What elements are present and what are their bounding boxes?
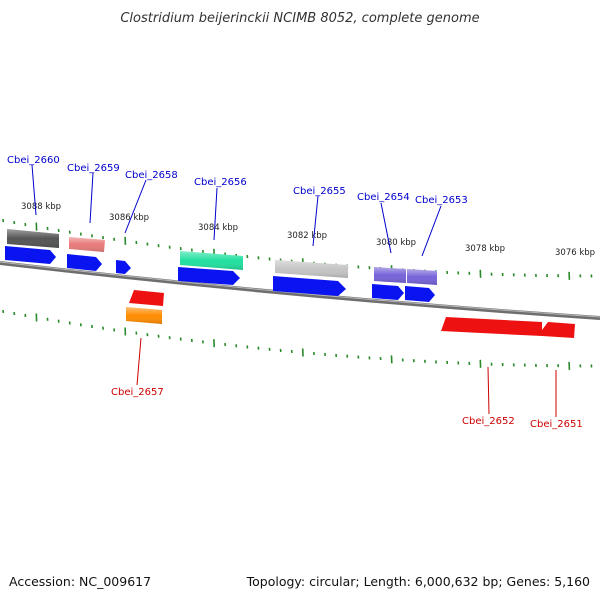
gene-label-cbei-2654[interactable]: Cbei_2654: [357, 192, 410, 203]
leader-line-cbei-2655: [312, 195, 319, 247]
inner-tick-ruler: [2, 309, 593, 370]
cds-arrow-cbei-2659[interactable]: [67, 254, 102, 271]
gene-bar-cbei-2657-red[interactable]: [129, 290, 164, 306]
leader-line-cbei-2660: [31, 164, 37, 216]
leader-line-cbei-2658: [124, 179, 147, 234]
accession-text: Accession: NC_009617: [9, 574, 151, 589]
gene-label-cbei-2652[interactable]: Cbei_2652: [462, 416, 515, 427]
bottom-strand-features: [126, 290, 575, 338]
genome-backbone-highlight: [0, 261, 600, 318]
kbp-label-3080: 3080 kbp: [376, 238, 416, 248]
gene-bar-shine: [180, 251, 243, 270]
leader-line-cbei-2657: [136, 337, 142, 386]
kbp-label-3084: 3084 kbp: [198, 223, 238, 233]
topology-text: Topology: circular; Length: 6,000,632 bp…: [246, 574, 590, 589]
gene-bar-shine: [374, 267, 406, 283]
gene-label-cbei-2659[interactable]: Cbei_2659: [67, 163, 120, 174]
gene-label-cbei-2656[interactable]: Cbei_2656: [194, 177, 247, 188]
top-strand-cds-arrows: [5, 246, 435, 302]
cds-arrow-cbei-2658[interactable]: [116, 260, 131, 274]
kbp-label-3076: 3076 kbp: [555, 248, 595, 258]
gene-bar-shine: [407, 269, 437, 285]
gene-bar-shine: [69, 237, 105, 252]
cds-arrow-cbei-2653[interactable]: [405, 286, 435, 302]
gene-label-cbei-2657[interactable]: Cbei_2657: [111, 387, 164, 398]
leader-line-cbei-2659: [89, 172, 94, 224]
kbp-label-3082: 3082 kbp: [287, 231, 327, 241]
cds-arrow-cbei-2660[interactable]: [5, 246, 56, 264]
kbp-label-3088: 3088 kbp: [21, 202, 61, 212]
gene-bar-shine: [7, 229, 59, 248]
gene-bar-shine: [126, 307, 162, 324]
cds-arrow-cbei-2655[interactable]: [273, 276, 346, 296]
cds-arrow-cbei-2656[interactable]: [178, 267, 240, 285]
gene-bar-shine: [275, 260, 348, 278]
gene-label-cbei-2655[interactable]: Cbei_2655: [293, 186, 346, 197]
kbp-label-3078: 3078 kbp: [465, 244, 505, 254]
gene-label-cbei-2651[interactable]: Cbei_2651: [530, 419, 583, 430]
cds-arrow-cbei-2654[interactable]: [372, 284, 404, 300]
gene-labels: Cbei_2660 Cbei_2659 Cbei_2658 Cbei_2656 …: [7, 155, 583, 430]
leader-line-cbei-2652: [487, 366, 490, 415]
leader-line-cbei-2656: [213, 187, 218, 241]
gene-bar-cbei-2651[interactable]: [542, 322, 575, 338]
top-strand-features: [7, 229, 437, 285]
kbp-label-3086: 3086 kbp: [109, 213, 149, 223]
genome-backbone: [0, 261, 600, 320]
gene-label-cbei-2660[interactable]: Cbei_2660: [7, 155, 60, 166]
map-title: Clostridium beijerinckii NCIMB 8052, com…: [120, 11, 479, 26]
gene-bar-cbei-2652[interactable]: [441, 317, 542, 336]
leader-line-cbei-2654: [380, 202, 392, 254]
gene-label-cbei-2658[interactable]: Cbei_2658: [125, 170, 178, 181]
gene-label-cbei-2653[interactable]: Cbei_2653: [415, 195, 468, 206]
leader-line-cbei-2653: [421, 205, 442, 257]
label-leader-lines: [31, 164, 557, 417]
